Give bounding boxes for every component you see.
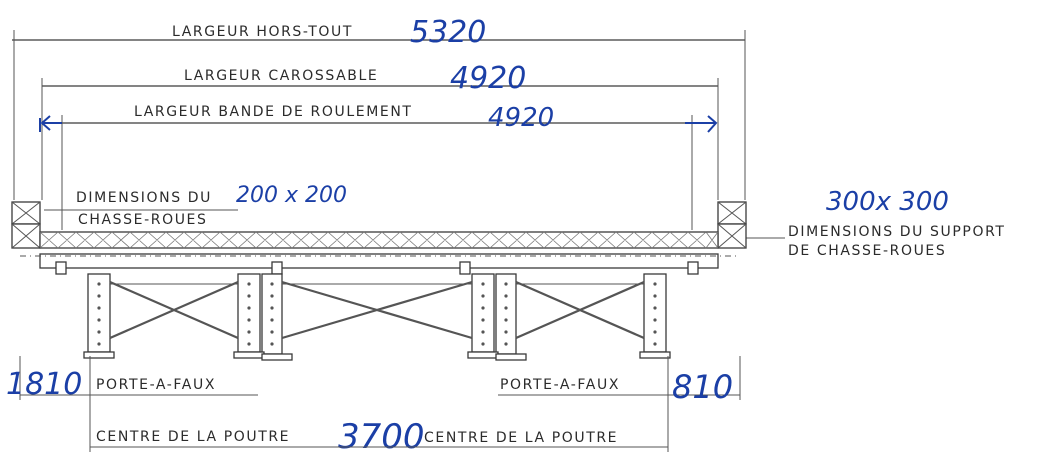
bolt bbox=[653, 282, 657, 286]
bolt bbox=[97, 294, 101, 298]
hors-tout-label: LARGEUR HORS-TOUT bbox=[172, 24, 353, 40]
wheel-guard-left-cross bbox=[11, 201, 41, 225]
bande-arrow-right-icon bbox=[685, 115, 718, 133]
deck-beam bbox=[39, 253, 719, 269]
centre-poutre-left-label: CENTRE DE LA POUTRE bbox=[96, 429, 290, 445]
porte-a-faux-right-label: PORTE-A-FAUX bbox=[500, 377, 620, 393]
bolt bbox=[97, 330, 101, 334]
bolt bbox=[247, 330, 251, 334]
chasse-roues-label-1: DIMENSIONS DU bbox=[76, 190, 212, 206]
bracket-3 bbox=[459, 261, 471, 275]
support-annotation: 300x 300 DIMENSIONS DU SUPPORT DE CHASSE… bbox=[745, 187, 1006, 259]
bande-label: LARGEUR BANDE DE ROULEMENT bbox=[134, 104, 413, 120]
chasse-roues-label-2: CHASSE-ROUES bbox=[78, 212, 207, 228]
bolt bbox=[504, 318, 508, 322]
centre-poutre-right-label: CENTRE DE LA POUTRE bbox=[424, 430, 618, 446]
deck-lattice bbox=[39, 231, 719, 249]
bolt bbox=[504, 330, 508, 334]
girder-4 bbox=[471, 273, 495, 353]
wheel-guard-right-cross-2 bbox=[717, 223, 747, 249]
bearing-3 bbox=[261, 353, 293, 361]
bracing-bay-3 bbox=[515, 280, 645, 340]
girder-2 bbox=[237, 273, 261, 353]
bolt bbox=[653, 330, 657, 334]
bearing-2 bbox=[233, 351, 265, 359]
wheel-guard-right bbox=[717, 201, 747, 249]
bolt bbox=[247, 294, 251, 298]
bolt bbox=[481, 282, 485, 286]
bolt bbox=[653, 342, 657, 346]
bracket-2 bbox=[271, 261, 283, 275]
bolt bbox=[97, 342, 101, 346]
bolt bbox=[653, 306, 657, 310]
centre-poutre: CENTRE DE LA POUTRE 3700 CENTRE DE LA PO… bbox=[90, 417, 668, 454]
hors-tout-dimension: LARGEUR HORS-TOUT 5320 bbox=[12, 15, 746, 200]
bolt bbox=[504, 306, 508, 310]
chasse-roues-annotation: DIMENSIONS DU CHASSE-ROUES 200 x 200 bbox=[44, 183, 347, 228]
bearing-1 bbox=[83, 351, 115, 359]
porte-a-faux-left-value: 1810 bbox=[6, 367, 82, 402]
bracing-bay-1 bbox=[109, 280, 239, 340]
carossable-label: LARGEUR CAROSSABLE bbox=[184, 68, 378, 84]
bolt bbox=[504, 282, 508, 286]
bolt bbox=[270, 294, 274, 298]
bolt bbox=[247, 318, 251, 322]
cross-bracing bbox=[109, 280, 645, 340]
bolt bbox=[270, 330, 274, 334]
bolt-group bbox=[97, 282, 657, 346]
bolt bbox=[481, 318, 485, 322]
bolt bbox=[504, 342, 508, 346]
bearing-5 bbox=[495, 353, 527, 361]
wheel-guard-right-cross bbox=[717, 201, 747, 225]
bolt bbox=[97, 318, 101, 322]
support-value: 300x 300 bbox=[826, 187, 949, 217]
bolt bbox=[247, 342, 251, 346]
carossable-dimension: LARGEUR CAROSSABLE 4920 bbox=[41, 61, 719, 200]
bande-value: 4920 bbox=[488, 103, 554, 133]
porte-a-faux-right-value: 810 bbox=[672, 368, 733, 406]
girder-3 bbox=[261, 273, 283, 355]
bolt bbox=[481, 294, 485, 298]
bolt bbox=[653, 294, 657, 298]
hors-tout-value: 5320 bbox=[410, 15, 486, 50]
bolt bbox=[247, 306, 251, 310]
bolt bbox=[270, 282, 274, 286]
porte-a-faux-right: PORTE-A-FAUX 810 bbox=[498, 368, 740, 406]
bande-arrow-left-icon bbox=[39, 115, 62, 132]
bearing-6 bbox=[639, 351, 671, 359]
bolt bbox=[481, 330, 485, 334]
chasse-roues-value: 200 x 200 bbox=[236, 183, 347, 208]
bolt bbox=[270, 342, 274, 346]
girder-6 bbox=[643, 273, 667, 353]
girder-1 bbox=[87, 273, 111, 353]
bracing-bay-2 bbox=[281, 280, 473, 340]
centre-poutre-value: 3700 bbox=[338, 417, 425, 454]
bolt bbox=[481, 342, 485, 346]
bolt bbox=[97, 282, 101, 286]
bolt bbox=[504, 294, 508, 298]
support-label-1: DIMENSIONS DU SUPPORT bbox=[788, 224, 1006, 240]
girder-5 bbox=[495, 273, 517, 355]
porte-a-faux-left: 1810 PORTE-A-FAUX bbox=[6, 367, 258, 402]
bolt bbox=[270, 318, 274, 322]
bolt bbox=[97, 306, 101, 310]
bracket-1 bbox=[55, 261, 67, 275]
bearing-4 bbox=[467, 351, 499, 359]
bande-dimension: LARGEUR BANDE DE ROULEMENT 4920 bbox=[39, 103, 718, 230]
bracket-4 bbox=[687, 261, 699, 275]
carossable-value: 4920 bbox=[450, 61, 526, 96]
support-label-2: DE CHASSE-ROUES bbox=[788, 243, 946, 259]
porte-a-faux-left-label: PORTE-A-FAUX bbox=[96, 377, 216, 393]
wheel-guard-left-cross-2 bbox=[11, 223, 41, 249]
girders bbox=[83, 273, 671, 361]
bolt bbox=[481, 306, 485, 310]
deck-brackets bbox=[55, 261, 699, 275]
deck bbox=[20, 231, 740, 269]
wheel-guard-left bbox=[11, 201, 41, 249]
bolt bbox=[270, 306, 274, 310]
bolt bbox=[247, 282, 251, 286]
bolt bbox=[653, 318, 657, 322]
